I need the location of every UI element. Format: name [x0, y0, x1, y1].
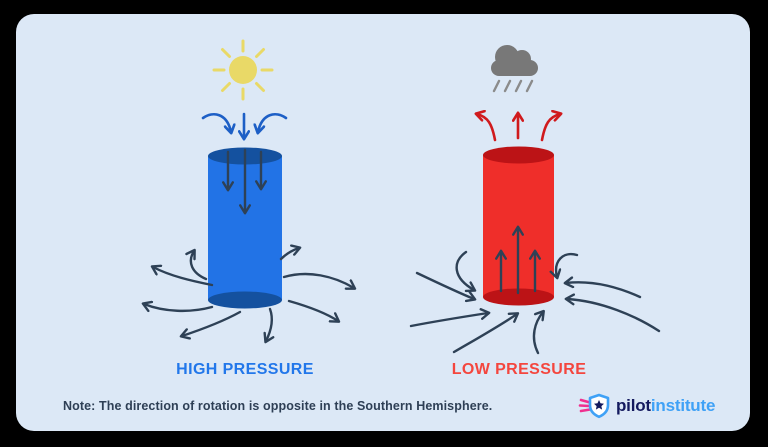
rain-cloud-icon: [491, 45, 538, 93]
air-inflow-arrows-top: [201, 112, 288, 138]
rain-streaks: [492, 79, 534, 93]
outflow-arrow: [540, 114, 560, 142]
hemisphere-note: Note: The direction of rotation is oppos…: [63, 399, 493, 413]
logo-star: [594, 400, 604, 410]
inflow-arrow: [452, 312, 520, 354]
logo-text-institute: institute: [650, 396, 716, 415]
outflow-arrow: [279, 244, 302, 261]
inflow-arrow: [564, 293, 661, 333]
outflow-arrow: [287, 299, 341, 323]
surface-outflow-arrows: [141, 244, 357, 344]
cloud-body: [491, 45, 538, 76]
outflow-arrow: [141, 300, 214, 313]
outflow-arrow: [150, 264, 214, 287]
inflow-arrow: [415, 271, 477, 303]
pilot-institute-logo: pilotinstitute: [578, 391, 715, 421]
inflow-arrow: [532, 309, 545, 355]
outflow-arrow: [179, 310, 242, 340]
logo-text-pilot: pilot: [616, 396, 651, 415]
logo-wordmark: pilotinstitute: [616, 396, 715, 416]
high-pressure-label: HIGH PRESSURE: [176, 361, 314, 378]
diagram-card: [16, 14, 750, 431]
cylinder-top: [483, 146, 554, 164]
outflow-arrow: [263, 307, 275, 344]
inflow-arrow: [563, 276, 642, 299]
inflow-arrow: [549, 252, 579, 280]
low-pressure-label: LOW PRESSURE: [451, 361, 587, 378]
cylinder-bottom: [483, 288, 554, 306]
outflow-arrow: [185, 248, 208, 281]
surface-inflow-arrows: [409, 250, 661, 355]
descending-air-arrows: [222, 148, 267, 215]
logo-wings: [578, 398, 592, 413]
inflow-arrow: [201, 113, 231, 132]
inflow-arrow: [258, 113, 288, 132]
inflow-arrow: [409, 308, 491, 328]
inflow-arrow: [455, 250, 477, 293]
sun-core: [229, 56, 257, 84]
pilot-institute-badge-icon: [578, 393, 610, 419]
cylinder-bottom: [208, 291, 282, 309]
rising-air-arrows: [495, 225, 541, 295]
outflow-arrow: [477, 114, 497, 142]
sun-rays: [212, 39, 274, 101]
outflow-arrow: [282, 272, 357, 290]
air-outflow-arrows-top: [477, 114, 560, 142]
sun-icon: [212, 39, 274, 101]
